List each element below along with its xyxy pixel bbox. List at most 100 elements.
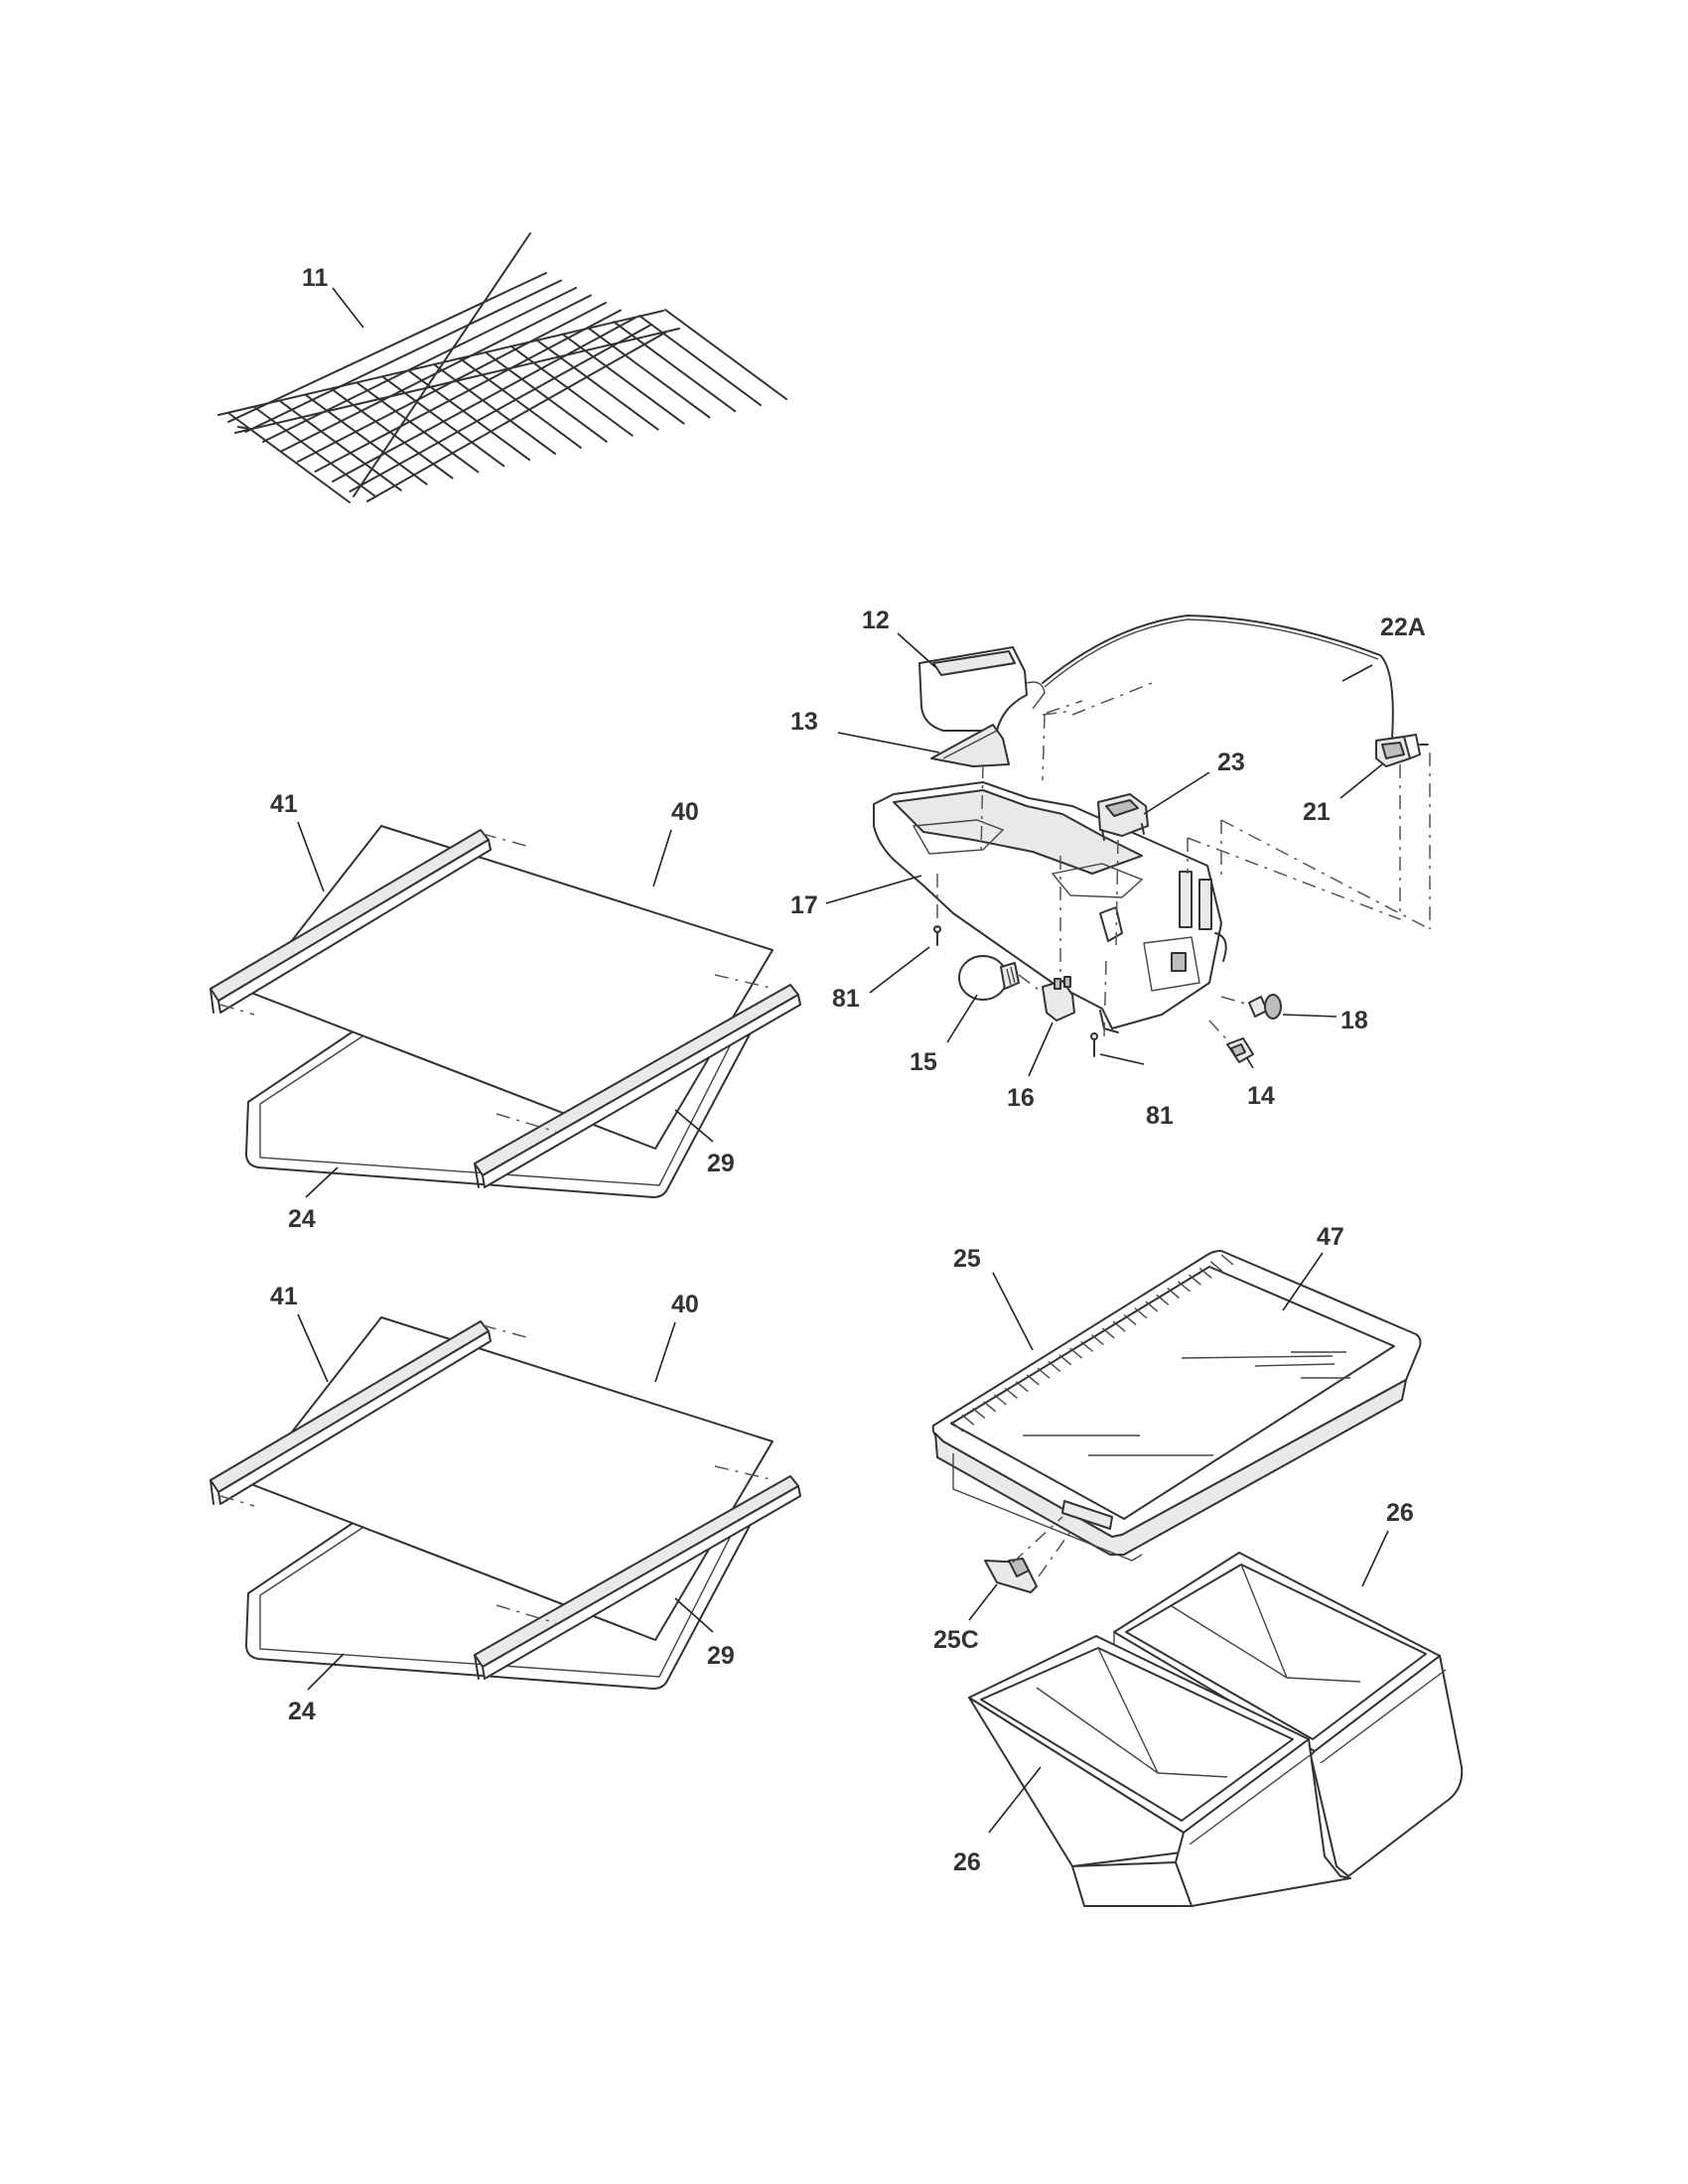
label-24-top: 24: [288, 1205, 316, 1233]
label-23: 23: [1217, 749, 1245, 776]
leader-14: [1246, 1057, 1254, 1069]
glass-shelf-assembly-bottom: [210, 1316, 801, 1690]
crisper-drawer-part-26-left: [968, 1635, 1351, 1907]
leader-22a: [1341, 664, 1373, 682]
label-15: 15: [910, 1048, 937, 1076]
leader-13: [837, 732, 940, 753]
leader-29-top: [674, 1109, 714, 1143]
leader-40-top: [652, 829, 672, 887]
leader-26-right: [1361, 1530, 1389, 1587]
leader-18: [1282, 1014, 1337, 1018]
leader-81-left: [869, 946, 930, 994]
vent-slot: [1134, 1307, 1148, 1319]
wire-rod: [314, 309, 622, 473]
label-24-bottom: 24: [288, 1698, 316, 1725]
leader-25c: [968, 1583, 998, 1621]
wire-cross-rod: [613, 321, 737, 413]
part-labels: 11 12 13 22A 23 21 17 81 15 16 81 18 14 …: [270, 264, 1426, 1876]
rocker-switch-part-14: [1226, 1037, 1254, 1063]
vent-slot: [1220, 1254, 1234, 1266]
label-11: 11: [302, 264, 329, 292]
label-41-bottom: 41: [270, 1283, 298, 1310]
vent-slot: [994, 1394, 1007, 1406]
vent-slot: [1123, 1313, 1137, 1326]
vent-slot: [1090, 1334, 1104, 1346]
wire-cross-rod: [664, 309, 787, 400]
lamp-socket-part-16: [1042, 976, 1075, 1022]
bracket-part-25c: [984, 1558, 1038, 1593]
label-81-left: 81: [832, 985, 860, 1013]
wire-rod: [366, 332, 666, 502]
leader-24-top: [305, 1166, 339, 1198]
thermostat-part-21: [1375, 734, 1429, 767]
vent-slot: [1058, 1354, 1072, 1366]
label-41-top: 41: [270, 790, 298, 818]
wire-cross-rod: [535, 339, 659, 431]
screw-part-81-right: [1090, 1032, 1098, 1057]
wire-shelf-part-11: [217, 232, 787, 503]
control-knob-part-18: [1248, 994, 1282, 1020]
vent-slot: [1209, 1261, 1223, 1273]
label-21: 21: [1303, 798, 1331, 826]
wire-rod: [227, 272, 547, 423]
label-81-right: 81: [1146, 1102, 1174, 1130]
vent-slot: [1048, 1360, 1061, 1373]
control-housing-part-17: [873, 781, 1227, 1033]
light-switch-part-23: [1097, 793, 1149, 841]
leader-41-top: [297, 821, 325, 892]
vent-slot: [961, 1414, 975, 1426]
leader-11: [332, 287, 364, 329]
wire-cross-rod: [587, 327, 711, 419]
light-bulb-part-15: [958, 955, 1020, 1001]
label-25: 25: [953, 1245, 981, 1273]
label-12: 12: [862, 607, 890, 634]
light-cover-part-12: [918, 646, 1046, 732]
rear-trim-part-29: [474, 1475, 801, 1680]
wire-cross-rod: [561, 333, 685, 425]
leader-21: [1339, 763, 1383, 799]
leader-24-bottom: [307, 1653, 345, 1691]
label-29-top: 29: [707, 1150, 735, 1177]
wire-rod: [262, 287, 577, 443]
vent-slot: [1080, 1340, 1094, 1352]
vent-slot: [1112, 1320, 1126, 1332]
wire-rod: [244, 279, 562, 433]
lens-part-13: [930, 724, 1010, 767]
leader-81-right: [1099, 1053, 1145, 1065]
vent-slot: [1178, 1281, 1191, 1293]
vent-slot: [1004, 1387, 1018, 1399]
wire-cross-rod: [330, 387, 454, 479]
vent-slot: [1156, 1294, 1170, 1305]
vent-slot: [1101, 1327, 1115, 1339]
wire-cross-rod: [433, 363, 557, 456]
vent-slot: [1037, 1367, 1051, 1379]
crisper-drawer-part-26-right: [1113, 1552, 1464, 1877]
vent-slot: [1069, 1347, 1083, 1359]
leader-41-bottom: [297, 1313, 329, 1383]
wire-cross-rod: [355, 381, 480, 474]
leader-23: [1143, 771, 1210, 815]
wire-cross-rod: [278, 399, 402, 491]
screw-part-81-left: [933, 925, 941, 946]
wire-cross-rod: [252, 405, 376, 497]
leader-29-bottom: [674, 1597, 714, 1633]
leader-26-left: [988, 1766, 1042, 1834]
wire-cross-rod: [381, 375, 505, 468]
label-26-left: 26: [953, 1848, 981, 1876]
glass-shelf-assembly-top: [210, 825, 801, 1198]
label-47: 47: [1317, 1223, 1344, 1251]
vent-slot: [983, 1401, 997, 1413]
vent-slot: [1145, 1300, 1159, 1312]
leader-16: [1028, 1022, 1054, 1077]
leader-40-bottom: [654, 1321, 676, 1383]
label-13: 13: [790, 708, 818, 736]
control-housing-assembly: [873, 614, 1431, 1063]
label-25c: 25C: [933, 1626, 979, 1654]
vent-slot: [1015, 1381, 1029, 1393]
vent-slot: [972, 1408, 986, 1420]
front-trim-part-41: [210, 1320, 492, 1505]
label-40-bottom: 40: [671, 1291, 699, 1318]
wire-cross-rod: [638, 315, 763, 407]
wire-cross-rod: [509, 344, 633, 437]
